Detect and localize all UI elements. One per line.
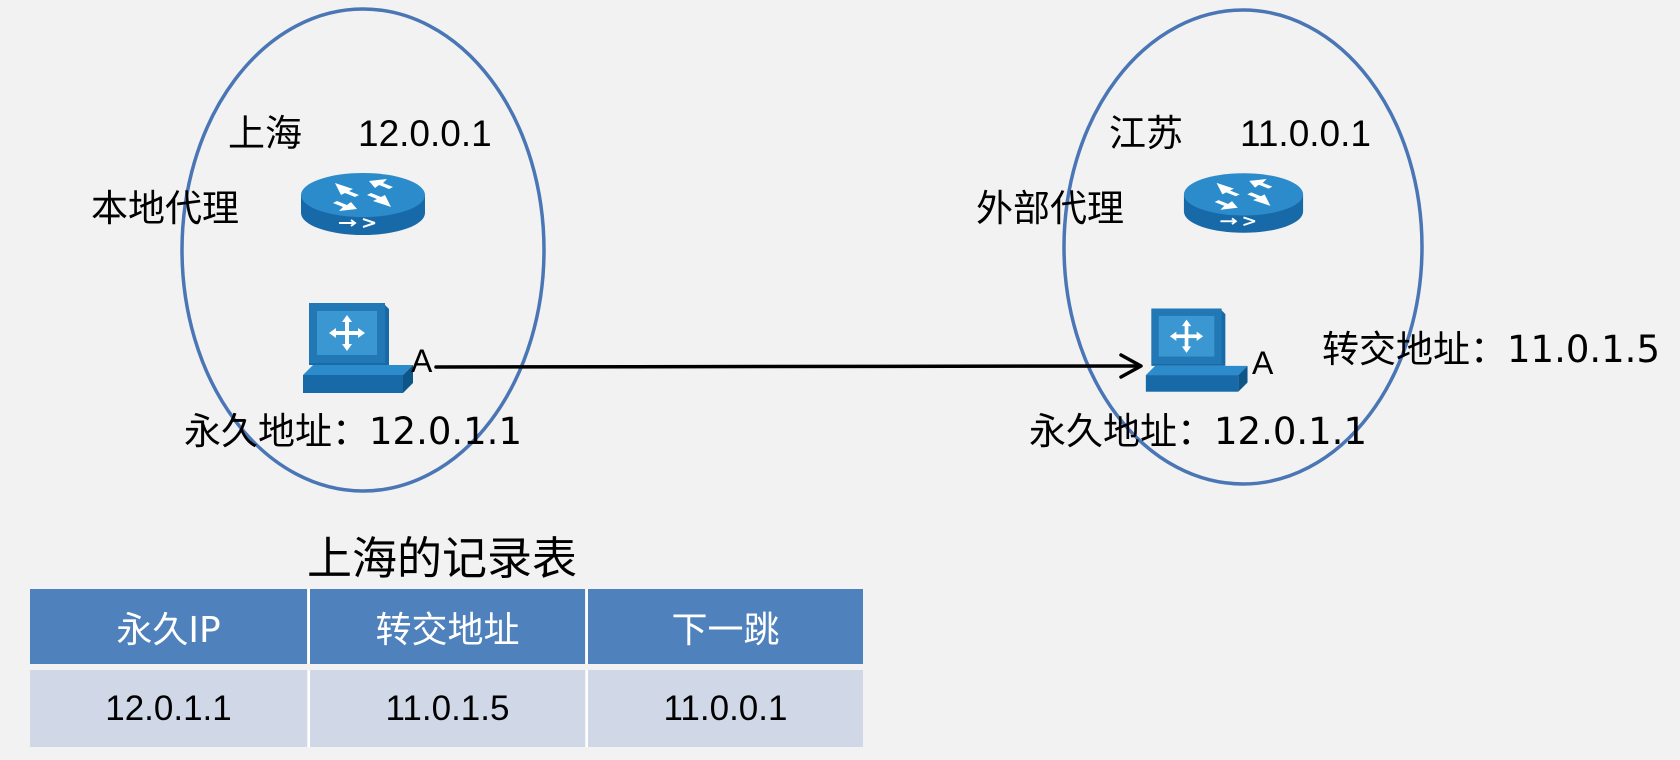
binding-table: 永久IP 转交地址 下一跳 12.0.1.1 11.0.1.5 11.0.0.1 bbox=[30, 589, 863, 747]
table-cell: 11.0.0.1 bbox=[586, 670, 863, 747]
mobile-host-label: A bbox=[411, 343, 433, 379]
table-cell: 12.0.1.1 bbox=[30, 670, 307, 747]
permanent-address-right: 永久地址：12.0.1.1 bbox=[1029, 410, 1367, 453]
table-header-cell: 下一跳 bbox=[586, 589, 863, 664]
home-agent-ip: 12.0.0.1 bbox=[358, 113, 492, 154]
shanghai-region-ellipse bbox=[180, 7, 546, 493]
jiangsu-region-name: 江苏 bbox=[1109, 112, 1183, 155]
foreign-agent-ip: 11.0.0.1 bbox=[1240, 113, 1371, 154]
table-row: 12.0.1.1 11.0.1.5 11.0.0.1 bbox=[30, 670, 863, 747]
table-title: 上海的记录表 bbox=[307, 532, 578, 585]
computer-icon bbox=[303, 303, 413, 393]
care-of-address: 转交地址：11.0.1.5 bbox=[1322, 328, 1660, 371]
table-header-cell: 转交地址 bbox=[308, 589, 585, 664]
shanghai-region-name: 上海 bbox=[228, 112, 302, 155]
home-agent-label: 本地代理 bbox=[91, 187, 239, 230]
table-header-row: 永久IP 转交地址 下一跳 bbox=[30, 589, 863, 664]
router-icon bbox=[1183, 173, 1304, 233]
movement-arrow bbox=[434, 353, 1143, 379]
table-cell: 11.0.1.5 bbox=[308, 670, 585, 747]
mobile-host-label: A bbox=[1252, 345, 1274, 381]
permanent-address-left: 永久地址：12.0.1.1 bbox=[184, 410, 522, 453]
router-icon bbox=[301, 173, 425, 235]
computer-icon bbox=[1145, 308, 1248, 392]
foreign-agent-label: 外部代理 bbox=[976, 187, 1124, 230]
table-header-cell: 永久IP bbox=[30, 589, 307, 664]
jiangsu-region-ellipse bbox=[1062, 8, 1424, 486]
